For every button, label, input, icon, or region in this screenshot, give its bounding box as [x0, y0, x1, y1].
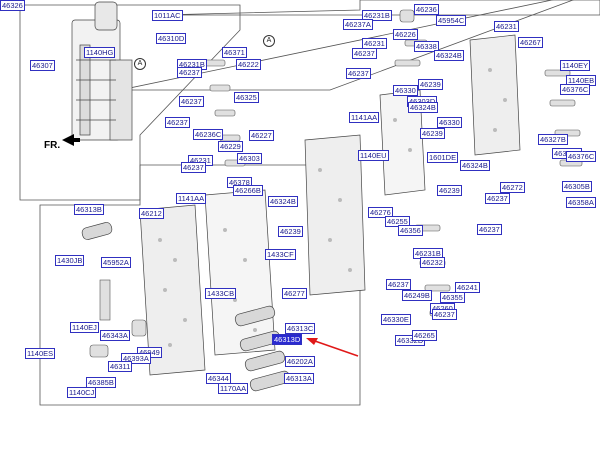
part-number-label: 46330E [381, 314, 411, 325]
part-number-label: 46227 [249, 130, 274, 141]
part-number-label: 1433CB [205, 288, 237, 299]
front-direction-label: FR. [44, 140, 61, 151]
part-number-label: 46307 [30, 60, 55, 71]
part-number-label: 46376C [560, 84, 591, 95]
part-number-label: 46231B [362, 10, 392, 21]
part-number-label: 46311 [108, 361, 133, 372]
part-number-label: 46313D [272, 334, 303, 345]
part-number-label: 46239 [418, 79, 443, 90]
red-pointer-arrow [306, 338, 359, 357]
part-number-label: 46371 [222, 47, 247, 58]
left-top-panel [19, 4, 241, 201]
part-number-label: 1141AA [176, 193, 207, 204]
part-number-label: 46236C [193, 129, 224, 140]
part-number-label: 46241 [455, 282, 480, 293]
separator-plate-lower [204, 189, 276, 356]
part-number-label: 46277 [282, 288, 307, 299]
part-number-label: 46237 [179, 96, 204, 107]
part-number-label: 46239 [437, 185, 462, 196]
part-number-label: 46324B [434, 50, 464, 61]
part-number-label: 1140EJ [70, 322, 99, 333]
part-number-label: 46324B [460, 160, 490, 171]
part-number-label: 46393A [121, 353, 151, 364]
part-number-label: 46239 [278, 226, 303, 237]
part-number-label: 1140ES [25, 348, 56, 359]
part-number-label: 46237 [352, 48, 377, 59]
part-number-label: 46226 [393, 29, 418, 40]
part-number-label: 46267 [518, 37, 543, 48]
reference-circle-a: A [134, 58, 146, 70]
part-number-label: 46326 [0, 0, 25, 11]
plate-holes [158, 68, 507, 347]
part-number-label: 46330 [393, 85, 418, 96]
part-number-label: 1140CJ [67, 387, 97, 398]
part-number-label: 45954C [436, 15, 467, 26]
part-number-label: 46327B [538, 134, 568, 145]
part-number-label: 46237 [432, 309, 457, 320]
part-number-label: 46237 [386, 279, 411, 290]
part-number-label: 46325 [234, 92, 259, 103]
part-number-label: 1140EY [560, 60, 591, 71]
part-number-label: 46324B [268, 196, 298, 207]
part-number-label: 46303 [237, 153, 262, 164]
part-number-label: 46237 [165, 117, 190, 128]
part-number-label: 46272 [500, 182, 525, 193]
part-number-label: 46330 [437, 117, 462, 128]
part-number-label: 46232 [420, 257, 445, 268]
part-number-label: 1430JB [55, 255, 85, 266]
part-number-label: 46338 [414, 41, 439, 52]
part-number-label: 46237 [485, 193, 510, 204]
top-divider [159, 0, 600, 16]
lower-valve-body [139, 204, 206, 376]
part-number-label: 46255 [385, 216, 410, 227]
part-number-label: 1140EU [358, 150, 389, 161]
part-number-label: 46236 [414, 4, 439, 15]
part-number-label: 46239 [420, 128, 445, 139]
middle-valve-body [304, 134, 366, 296]
part-number-label: 46237 [346, 68, 371, 79]
part-number-label: 46358A [566, 197, 596, 208]
part-number-label: 1170AA [218, 383, 249, 394]
part-number-label: 1433CF [265, 249, 296, 260]
part-number-label: 46313B [74, 204, 104, 215]
part-number-label: 46249B [402, 290, 432, 301]
part-number-label: 46376C [566, 151, 597, 162]
valve-plates [139, 34, 521, 376]
upper-valve-body [469, 34, 521, 156]
part-number-label: 46313C [285, 323, 316, 334]
part-number-label: 46237 [181, 162, 206, 173]
part-number-label: 1011AC [152, 10, 183, 21]
part-number-label: 46222 [236, 59, 261, 70]
part-number-label: 46229 [218, 141, 243, 152]
reservoir-part [71, 1, 133, 141]
part-number-label: 46237 [477, 224, 502, 235]
part-number-label: 46231 [494, 21, 519, 32]
part-number-label: 46237 [177, 67, 202, 78]
part-number-label: 1140HG [84, 47, 116, 58]
part-number-label: 46385B [86, 377, 116, 388]
part-number-label: 46355 [440, 292, 465, 303]
part-number-label: 46313A [284, 373, 314, 384]
part-number-label: 46305B [562, 181, 592, 192]
part-number-label: 1601DE [427, 152, 459, 163]
part-number-label: 46310D [156, 33, 187, 44]
part-number-label: 46212 [139, 208, 164, 219]
part-number-label: 46266B [233, 185, 263, 196]
part-number-label: 46276 [368, 207, 393, 218]
part-number-label: 46356 [398, 225, 423, 236]
part-number-label: 45952A [101, 257, 131, 268]
front-arrow-icon [62, 134, 80, 146]
part-number-label: 46265 [412, 330, 437, 341]
part-number-label: 46343A [100, 330, 130, 341]
part-number-label: 46237A [343, 19, 373, 30]
part-number-label: 46202A [285, 356, 315, 367]
part-number-label: 1141AA [349, 112, 380, 123]
reference-circle-a: A [263, 35, 275, 47]
part-number-label: 46324B [408, 102, 438, 113]
